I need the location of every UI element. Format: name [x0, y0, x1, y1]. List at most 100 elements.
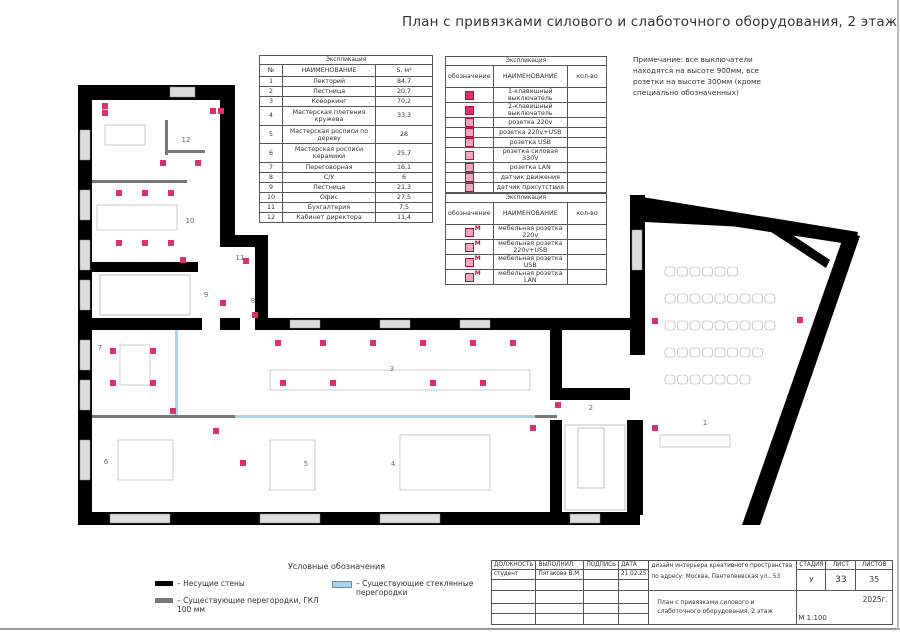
scale: М 1:100 — [798, 614, 827, 622]
seat — [689, 374, 701, 385]
seat — [714, 320, 726, 331]
seat — [664, 320, 676, 331]
symbol-cell: M — [445, 254, 494, 270]
equipment-explication-table: Экспликация обозначение НАИМЕНОВАНИЕ кол… — [445, 56, 607, 193]
seat — [739, 374, 751, 385]
room-label-1: 1 — [703, 419, 707, 427]
cell-name: мебельная розетка LAN — [492, 269, 569, 285]
seat — [702, 374, 713, 385]
cell-qty — [567, 182, 607, 193]
stairs — [99, 274, 626, 511]
symbol-cell — [445, 147, 494, 163]
seat — [677, 266, 688, 277]
legend-title: Условные обозначения — [288, 562, 386, 571]
outlet-icon — [195, 160, 201, 166]
room-label-7: 7 — [98, 344, 102, 352]
socket-lan-icon — [464, 163, 474, 172]
outlet-icon — [370, 340, 376, 346]
frame-line — [0, 628, 900, 630]
col-header: НАИМЕНОВАНИЕ — [282, 63, 376, 78]
room-label-8: 8 — [251, 297, 255, 305]
room-label-3: 3 — [390, 365, 394, 373]
header-sheets: ЛИСТОВ — [855, 560, 893, 570]
furniture-mark: M — [474, 269, 481, 277]
symbol-cell — [445, 87, 494, 103]
outlet-icon — [530, 425, 536, 431]
outlet-icon — [170, 408, 176, 414]
table-row: розетка силовая 330V — [445, 147, 607, 163]
outlet-icon — [652, 425, 658, 431]
outlet-icon — [243, 258, 249, 264]
author-value: Пятакова В.М — [535, 568, 585, 581]
seat — [752, 347, 763, 358]
outlet-icon — [110, 380, 116, 386]
lecture-seating — [664, 266, 776, 385]
legend-item-glass: – Существующие стеклянные перегородки — [332, 579, 487, 597]
header-date: ДАТА — [618, 560, 650, 570]
seat — [764, 293, 776, 304]
seat — [727, 266, 738, 277]
outlet-icon — [116, 190, 122, 196]
cell-s: 70,2 — [375, 96, 433, 108]
room-label-5: 5 — [304, 460, 308, 468]
seat — [664, 293, 676, 304]
seat — [702, 293, 713, 304]
table-row: 1-клавишный выключатель — [445, 87, 607, 103]
sheet-value: 33 — [825, 568, 857, 591]
cell-name: датчик присутствия — [492, 182, 569, 193]
seat — [752, 293, 763, 304]
outlet-icon — [168, 240, 174, 246]
seat — [677, 320, 688, 331]
outlet-icon — [116, 240, 122, 246]
table-row: 2-клавишный выключатель — [445, 102, 607, 118]
furniture-socket-220v-icon: M — [464, 225, 481, 237]
double-switch-icon — [464, 105, 474, 115]
drawing-title: План с привязками силового и слаботочног… — [402, 14, 898, 30]
motion-sensor-icon — [464, 173, 474, 182]
header-position: ДОЛЖНОСТЬ — [490, 560, 537, 570]
outlet-icon — [330, 380, 336, 386]
col-header: кол-во — [567, 202, 607, 225]
seat — [739, 320, 751, 331]
seat — [702, 266, 713, 277]
furniture — [96, 124, 731, 491]
seat — [689, 293, 701, 304]
outlet-icon — [110, 348, 116, 354]
glass-swatch-icon — [332, 581, 352, 588]
outlet-icon — [142, 190, 148, 196]
partition-swatch-icon — [155, 598, 173, 603]
socket-220v-usb-icon — [464, 128, 474, 137]
power-socket-330v-icon — [464, 150, 474, 160]
outlet-icon — [240, 460, 246, 466]
legend-item-walls: – Несущие стены — [155, 579, 245, 588]
furniture-mark: M — [474, 254, 481, 262]
table-row: розетка 220v+USB — [445, 127, 607, 138]
furniture-socket-220v-usb-icon: M — [464, 240, 481, 252]
seat — [689, 266, 701, 277]
room-labels: 1 2 3 4 5 6 7 8 9 10 11 12 — [98, 136, 707, 468]
room-label-6: 6 — [104, 458, 109, 466]
outlet-icon — [168, 190, 174, 196]
outlet-icon — [480, 380, 486, 386]
outlet-icon — [220, 300, 226, 306]
drawing-name: План с привязками силового и слаботочног… — [648, 589, 798, 626]
legend-item-partitions: – Существующие перегородки, ГКЛ 100 мм — [155, 596, 325, 614]
seat — [714, 347, 726, 358]
outlet-icon — [102, 110, 108, 116]
legend-label: – Несущие стены — [177, 579, 245, 588]
project-description: дизайн интерьера креативного пространств… — [648, 560, 798, 591]
legend-label: – Существующие стеклянные перегородки — [356, 579, 474, 597]
socket-usb-icon — [464, 138, 474, 147]
outlet-icon — [160, 160, 166, 166]
furniture-mark: M — [474, 224, 481, 232]
room-label-10: 10 — [186, 217, 195, 225]
seat — [664, 374, 676, 385]
cell-qty — [567, 269, 607, 285]
seat — [764, 320, 776, 331]
cell-s: 11,4 — [375, 211, 433, 224]
windows — [79, 86, 643, 524]
frame-line — [897, 0, 899, 630]
